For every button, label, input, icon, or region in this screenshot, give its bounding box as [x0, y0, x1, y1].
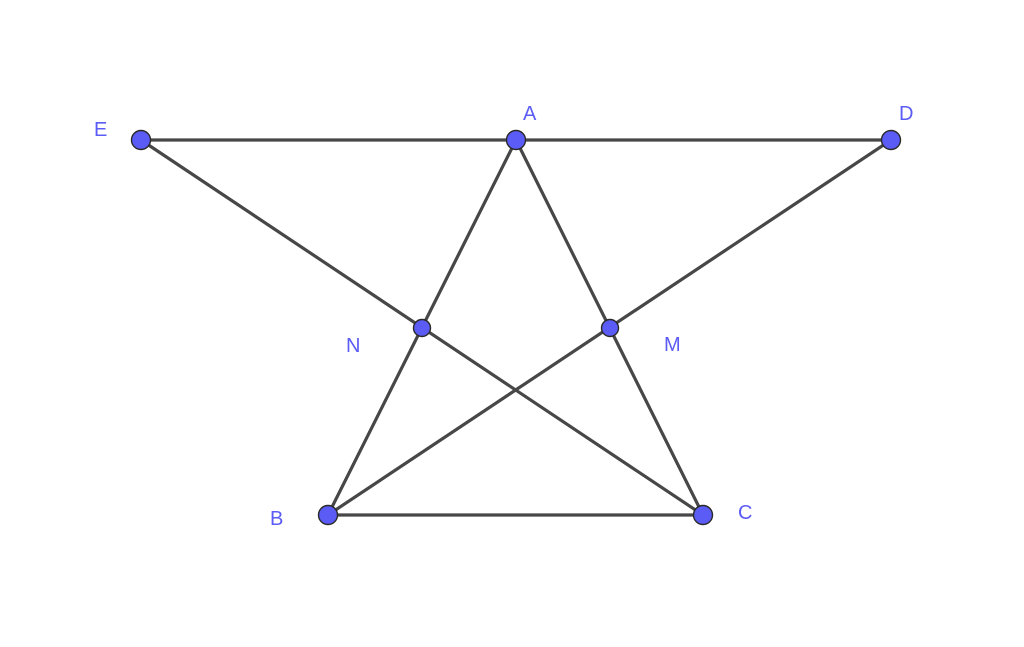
point-a[interactable]	[505, 129, 527, 151]
point-label-n: N	[346, 335, 360, 357]
point-d[interactable]	[880, 129, 902, 151]
points-layer	[130, 129, 902, 526]
point-label-m: M	[664, 334, 681, 356]
point-m[interactable]	[600, 318, 620, 338]
point-e[interactable]	[130, 129, 152, 151]
point-label-e: E	[94, 119, 107, 141]
point-n[interactable]	[412, 318, 432, 338]
point-label-d: D	[899, 103, 913, 125]
point-label-b: B	[270, 508, 283, 530]
point-label-c: C	[738, 502, 752, 524]
point-label-a: A	[523, 103, 537, 125]
point-b[interactable]	[317, 504, 339, 526]
point-c[interactable]	[692, 504, 714, 526]
labels-layer: E A D N M B C	[94, 103, 913, 530]
